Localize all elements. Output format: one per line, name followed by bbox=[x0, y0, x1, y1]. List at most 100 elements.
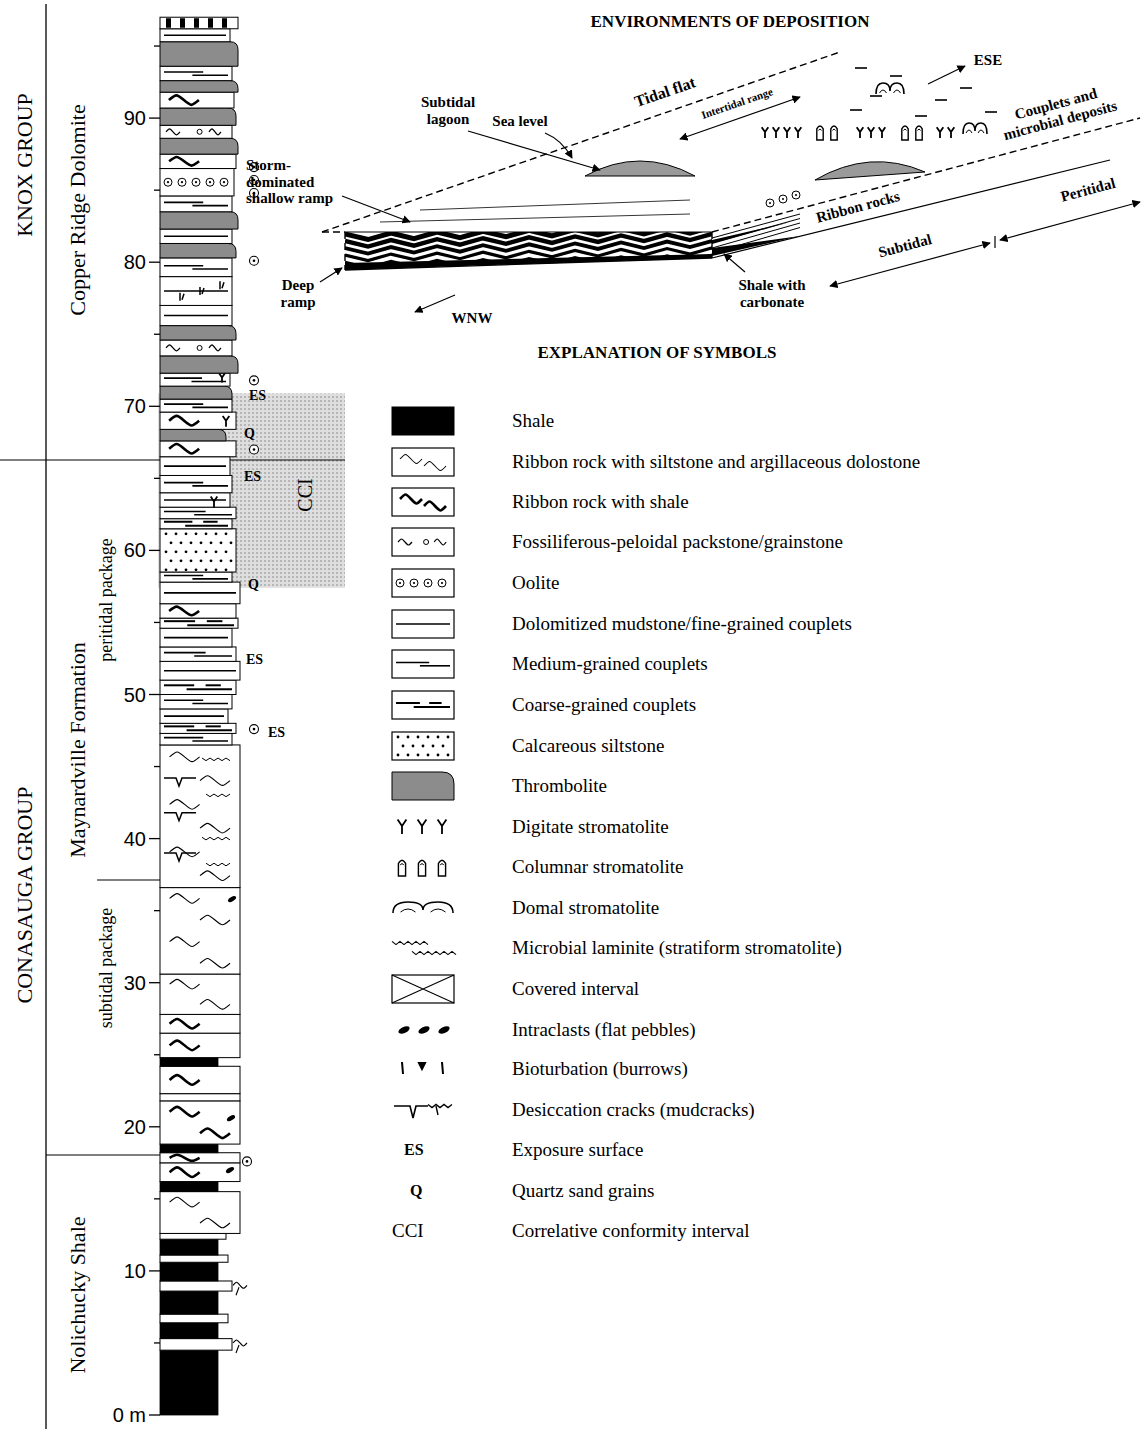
block-diagram bbox=[994, 236, 995, 248]
legend-sample bbox=[392, 941, 456, 954]
legend-sample bbox=[440, 864, 444, 866]
stratigraphic-column bbox=[164, 34, 226, 36]
stratigraphic-column bbox=[178, 178, 186, 186]
package-name: peritidal package bbox=[97, 538, 117, 661]
stratigraphic-column bbox=[164, 202, 203, 204]
column-frame bbox=[149, 838, 160, 839]
block-diagram bbox=[868, 127, 875, 138]
legend-text: Bioturbation (burrows) bbox=[512, 1059, 688, 1080]
legend-sample bbox=[442, 745, 445, 748]
legend-text: Columnar stromatolite bbox=[512, 857, 684, 878]
legend-sample bbox=[392, 650, 454, 678]
legend-sample bbox=[429, 702, 441, 704]
stratigraphic-column bbox=[206, 725, 221, 727]
depth-label: 80 bbox=[124, 251, 146, 273]
stratigraphic-column bbox=[192, 268, 228, 270]
legend-sample bbox=[407, 754, 410, 757]
legend-sample bbox=[407, 736, 410, 739]
stratigraphic-column bbox=[160, 572, 232, 582]
stratigraphic-column bbox=[200, 1218, 230, 1228]
block-diagram bbox=[870, 95, 882, 97]
stratigraphic-column bbox=[164, 715, 224, 717]
legend-sample bbox=[392, 975, 454, 1003]
column-marker: ES bbox=[268, 725, 285, 740]
stratigraphic-column bbox=[160, 529, 236, 572]
legend-sample bbox=[392, 407, 456, 1118]
stratigraphic-column bbox=[233, 1282, 247, 1295]
stratigraphic-column bbox=[160, 1033, 240, 1057]
legend-sample bbox=[398, 820, 447, 834]
stippled-band bbox=[158, 393, 345, 588]
legend-sample bbox=[417, 754, 420, 757]
legend-text: Coarse-grained couplets bbox=[512, 695, 696, 716]
legend-text: Thrombolite bbox=[512, 776, 607, 797]
stippled-band bbox=[158, 393, 345, 588]
stratigraphic-column bbox=[160, 243, 236, 257]
legend-sample bbox=[392, 732, 454, 760]
block-diagram bbox=[779, 195, 787, 203]
block-diagram bbox=[795, 127, 802, 138]
block-diagram bbox=[468, 131, 600, 170]
stratigraphic-column bbox=[225, 550, 228, 553]
stratigraphic-column bbox=[160, 125, 232, 138]
stratigraphic-column bbox=[160, 604, 236, 618]
legend-sample bbox=[427, 582, 429, 584]
stratigraphic-column bbox=[170, 847, 200, 857]
stratigraphic-column bbox=[160, 429, 226, 441]
legend-sample bbox=[392, 975, 454, 1003]
column-frame bbox=[149, 550, 160, 551]
legend-sample bbox=[392, 610, 454, 638]
legend-sample bbox=[414, 706, 450, 708]
stratigraphic-column bbox=[194, 18, 199, 28]
stratigraphic-column bbox=[160, 17, 259, 1415]
stratigraphic-column bbox=[200, 871, 230, 881]
legend-sample bbox=[392, 941, 456, 954]
stratigraphic-column bbox=[209, 129, 221, 135]
environment-label: Couplets and microbial deposits bbox=[986, 78, 1130, 146]
stratigraphic-column bbox=[160, 154, 236, 168]
stratigraphic-column bbox=[169, 444, 199, 454]
stratigraphic-column bbox=[160, 277, 232, 306]
legend-sample bbox=[392, 448, 454, 476]
stratigraphic-column bbox=[170, 979, 200, 989]
column-frame bbox=[46, 1154, 160, 1155]
legend-sample bbox=[447, 754, 450, 757]
stratigraphic-column bbox=[220, 281, 224, 289]
stratigraphic-column bbox=[210, 541, 213, 544]
stratigraphic-column bbox=[253, 448, 256, 451]
stratigraphic-column bbox=[164, 511, 206, 513]
stratigraphic-column bbox=[165, 532, 168, 535]
legend-sample bbox=[417, 1025, 430, 1036]
stratigraphic-column bbox=[170, 541, 173, 544]
stratigraphic-column bbox=[164, 482, 203, 484]
stratigraphic-column bbox=[185, 550, 188, 553]
block-diagram bbox=[815, 162, 925, 180]
block-diagram bbox=[948, 127, 955, 138]
column-frame bbox=[149, 406, 160, 407]
stratigraphic-column bbox=[164, 637, 228, 639]
legend-sample bbox=[400, 864, 404, 866]
stratigraphic-column bbox=[164, 813, 196, 821]
legend-text: Shale bbox=[512, 411, 554, 432]
stratigraphic-column bbox=[164, 620, 195, 622]
legend-sample bbox=[418, 820, 427, 834]
stratigraphic-column bbox=[209, 181, 211, 183]
legend-text: Fossiliferous-peloidal packstone/grainst… bbox=[512, 532, 843, 553]
interval-label: CCI bbox=[294, 479, 316, 512]
stratigraphic-column bbox=[160, 1339, 232, 1351]
stratigraphic-column bbox=[192, 578, 228, 580]
stratigraphic-column bbox=[164, 235, 228, 237]
depth-label: 0 m bbox=[113, 1404, 146, 1426]
stratigraphic-column bbox=[227, 895, 237, 903]
legend-sample bbox=[392, 975, 454, 1003]
stratigraphic-column bbox=[169, 607, 199, 616]
stratigraphic-column bbox=[215, 532, 218, 535]
group-name: KNOX GROUP bbox=[13, 93, 37, 237]
stratigraphic-column bbox=[164, 499, 226, 501]
stratigraphic-column bbox=[203, 521, 217, 523]
stratigraphic-column bbox=[164, 699, 203, 701]
legend-text: Domal stromatolite bbox=[512, 898, 659, 919]
stratigraphic-column bbox=[160, 1350, 218, 1415]
thrombolite-swatch bbox=[392, 772, 454, 800]
stratigraphic-column bbox=[160, 457, 230, 476]
